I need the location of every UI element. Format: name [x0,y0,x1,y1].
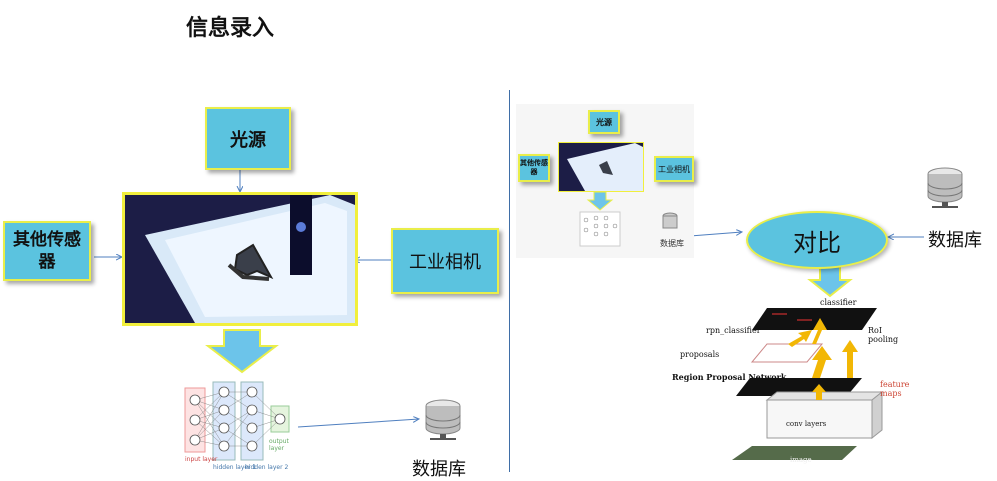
label-image: image [790,456,812,464]
faster-rcnn-diagram: classifier rpn_classifier RoI pooling pr… [672,298,912,470]
database-label-right: 数据库 [928,230,982,251]
camera-photo [122,192,358,326]
label-feature-maps: feature maps [880,380,910,398]
thumb-other-sensors: 其他传感器 [518,154,550,182]
nn-input-label: input layer [185,456,218,463]
connector-nn-to-db [297,419,419,428]
page-title: 信息录入 [186,16,275,41]
label-rpn-classifier: rpn_classifier [706,326,761,335]
database-icon [422,398,464,442]
camera-photo-art [125,195,355,323]
overview-thumbnail: 光源 其他传感器 工业相机 数据库 [516,104,694,258]
connector-thumb-to-compare [689,232,742,237]
light-source-box: 光源 [205,107,291,170]
database-label-left: 数据库 [412,459,466,480]
thumb-photo [558,142,644,192]
nn-output-label: output layer [269,438,289,452]
thumb-industrial-camera: 工业相机 [654,156,694,182]
industrial-camera-box: 工业相机 [391,228,499,294]
label-proposals: proposals [680,350,720,359]
compare-node: 对比 [746,211,888,269]
label-roi-pooling: RoI pooling [868,326,899,344]
nn-hidden2-label: hidden layer 2 [245,464,289,471]
down-arrow-right [807,265,853,298]
neural-network-art [184,381,290,461]
database-icon-right [924,166,966,210]
vertical-divider [509,90,510,472]
label-classifier: classifier [820,298,857,307]
thumb-light-source: 光源 [588,110,620,134]
down-arrow-left [205,329,279,374]
thumb-database-label: 数据库 [660,239,684,248]
nn-hidden1-label: hidden layer 1 [213,464,257,471]
label-rpn: Region Proposal Network [672,372,787,382]
other-sensors-box: 其他传感器 [3,221,91,281]
label-conv-layers: conv layers [786,420,827,428]
neural-network-diagram: input layer hidden layer 1 hidden layer … [183,380,298,472]
